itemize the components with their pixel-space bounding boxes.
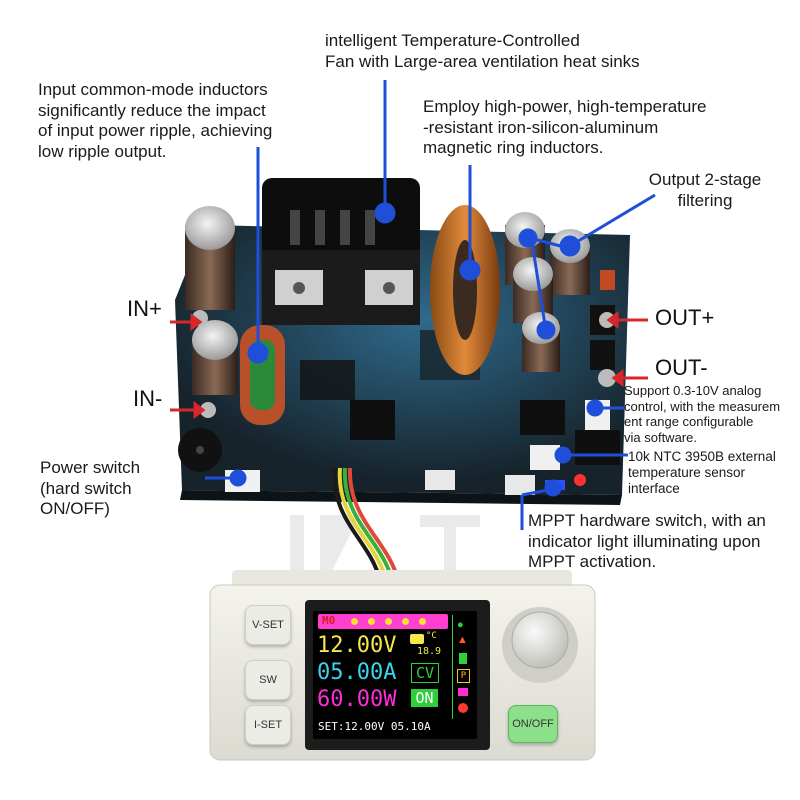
- caption-power-switch: Power switch (hard switch ON/OFF): [40, 458, 141, 519]
- common-mode-inductor: [240, 325, 285, 425]
- temperature-unit: °C: [426, 631, 437, 641]
- watermark: [290, 515, 480, 575]
- caption-ntc-sensor: 10k NTC 3950B external temperature senso…: [628, 449, 776, 497]
- toroid-inductor: [430, 205, 500, 375]
- adjust-knob[interactable]: [512, 612, 568, 668]
- voltage-readout: 12.00V: [317, 633, 397, 658]
- p-badge: P: [457, 669, 470, 683]
- label-in-plus: IN+: [127, 296, 162, 321]
- mode-indicator: CV: [411, 663, 439, 683]
- battery-icon: [459, 653, 467, 664]
- caption-output-filtering: Output 2-stage filtering: [648, 170, 762, 210]
- caption-mppt-switch: MPPT hardware switch, with an indicator …: [528, 511, 766, 572]
- label-out-plus: OUT+: [655, 305, 715, 330]
- v-set-button[interactable]: V-SET: [245, 605, 291, 645]
- temperature-readout: 18.9: [417, 646, 442, 657]
- caption-input-inductors: Input common-mode inductors significantl…: [38, 80, 273, 162]
- status-dot: [368, 618, 375, 625]
- cooling-fan: [262, 178, 420, 325]
- sw-button[interactable]: SW: [245, 660, 291, 700]
- sun-icon: [458, 703, 468, 713]
- output-state-indicator: ON: [411, 689, 438, 707]
- i-set-button[interactable]: I-SET: [245, 705, 291, 745]
- speaker-icon: ▲: [457, 634, 468, 646]
- caption-magnetic-ring: Employ high-power, high-temperature -res…: [423, 97, 707, 158]
- setpoint-line: SET:12.00V 05.10A: [318, 720, 431, 733]
- status-dot: [385, 618, 392, 625]
- caption-analog-control: Support 0.3-10V analog control, with the…: [624, 383, 781, 445]
- power-readout: 60.00W: [317, 687, 397, 712]
- status-dot: [351, 618, 358, 625]
- lock-icon: [458, 688, 468, 696]
- memory-slot: M0: [322, 614, 336, 627]
- thermometer-icon: [410, 634, 424, 644]
- divider: [452, 615, 453, 719]
- status-bar: [318, 614, 448, 629]
- callout-lines: [205, 80, 656, 530]
- status-dot: [419, 618, 426, 625]
- ribbon-cable: [332, 467, 400, 581]
- on-off-button[interactable]: ON/OFF: [508, 705, 558, 743]
- caption-fan: intelligent Temperature-Controlled Fan w…: [325, 31, 640, 71]
- status-dot: [402, 618, 409, 625]
- label-in-minus: IN-: [133, 386, 163, 411]
- label-out-minus: OUT-: [655, 355, 708, 380]
- terminal-arrows: [170, 311, 648, 419]
- input-capacitors: [185, 206, 238, 395]
- lcd-screen: M0 12.00V 05.00A 60.00W °C 18.9 CV ON ● …: [313, 611, 477, 739]
- current-readout: 05.00A: [317, 660, 397, 685]
- wifi-icon: ●: [457, 619, 464, 631]
